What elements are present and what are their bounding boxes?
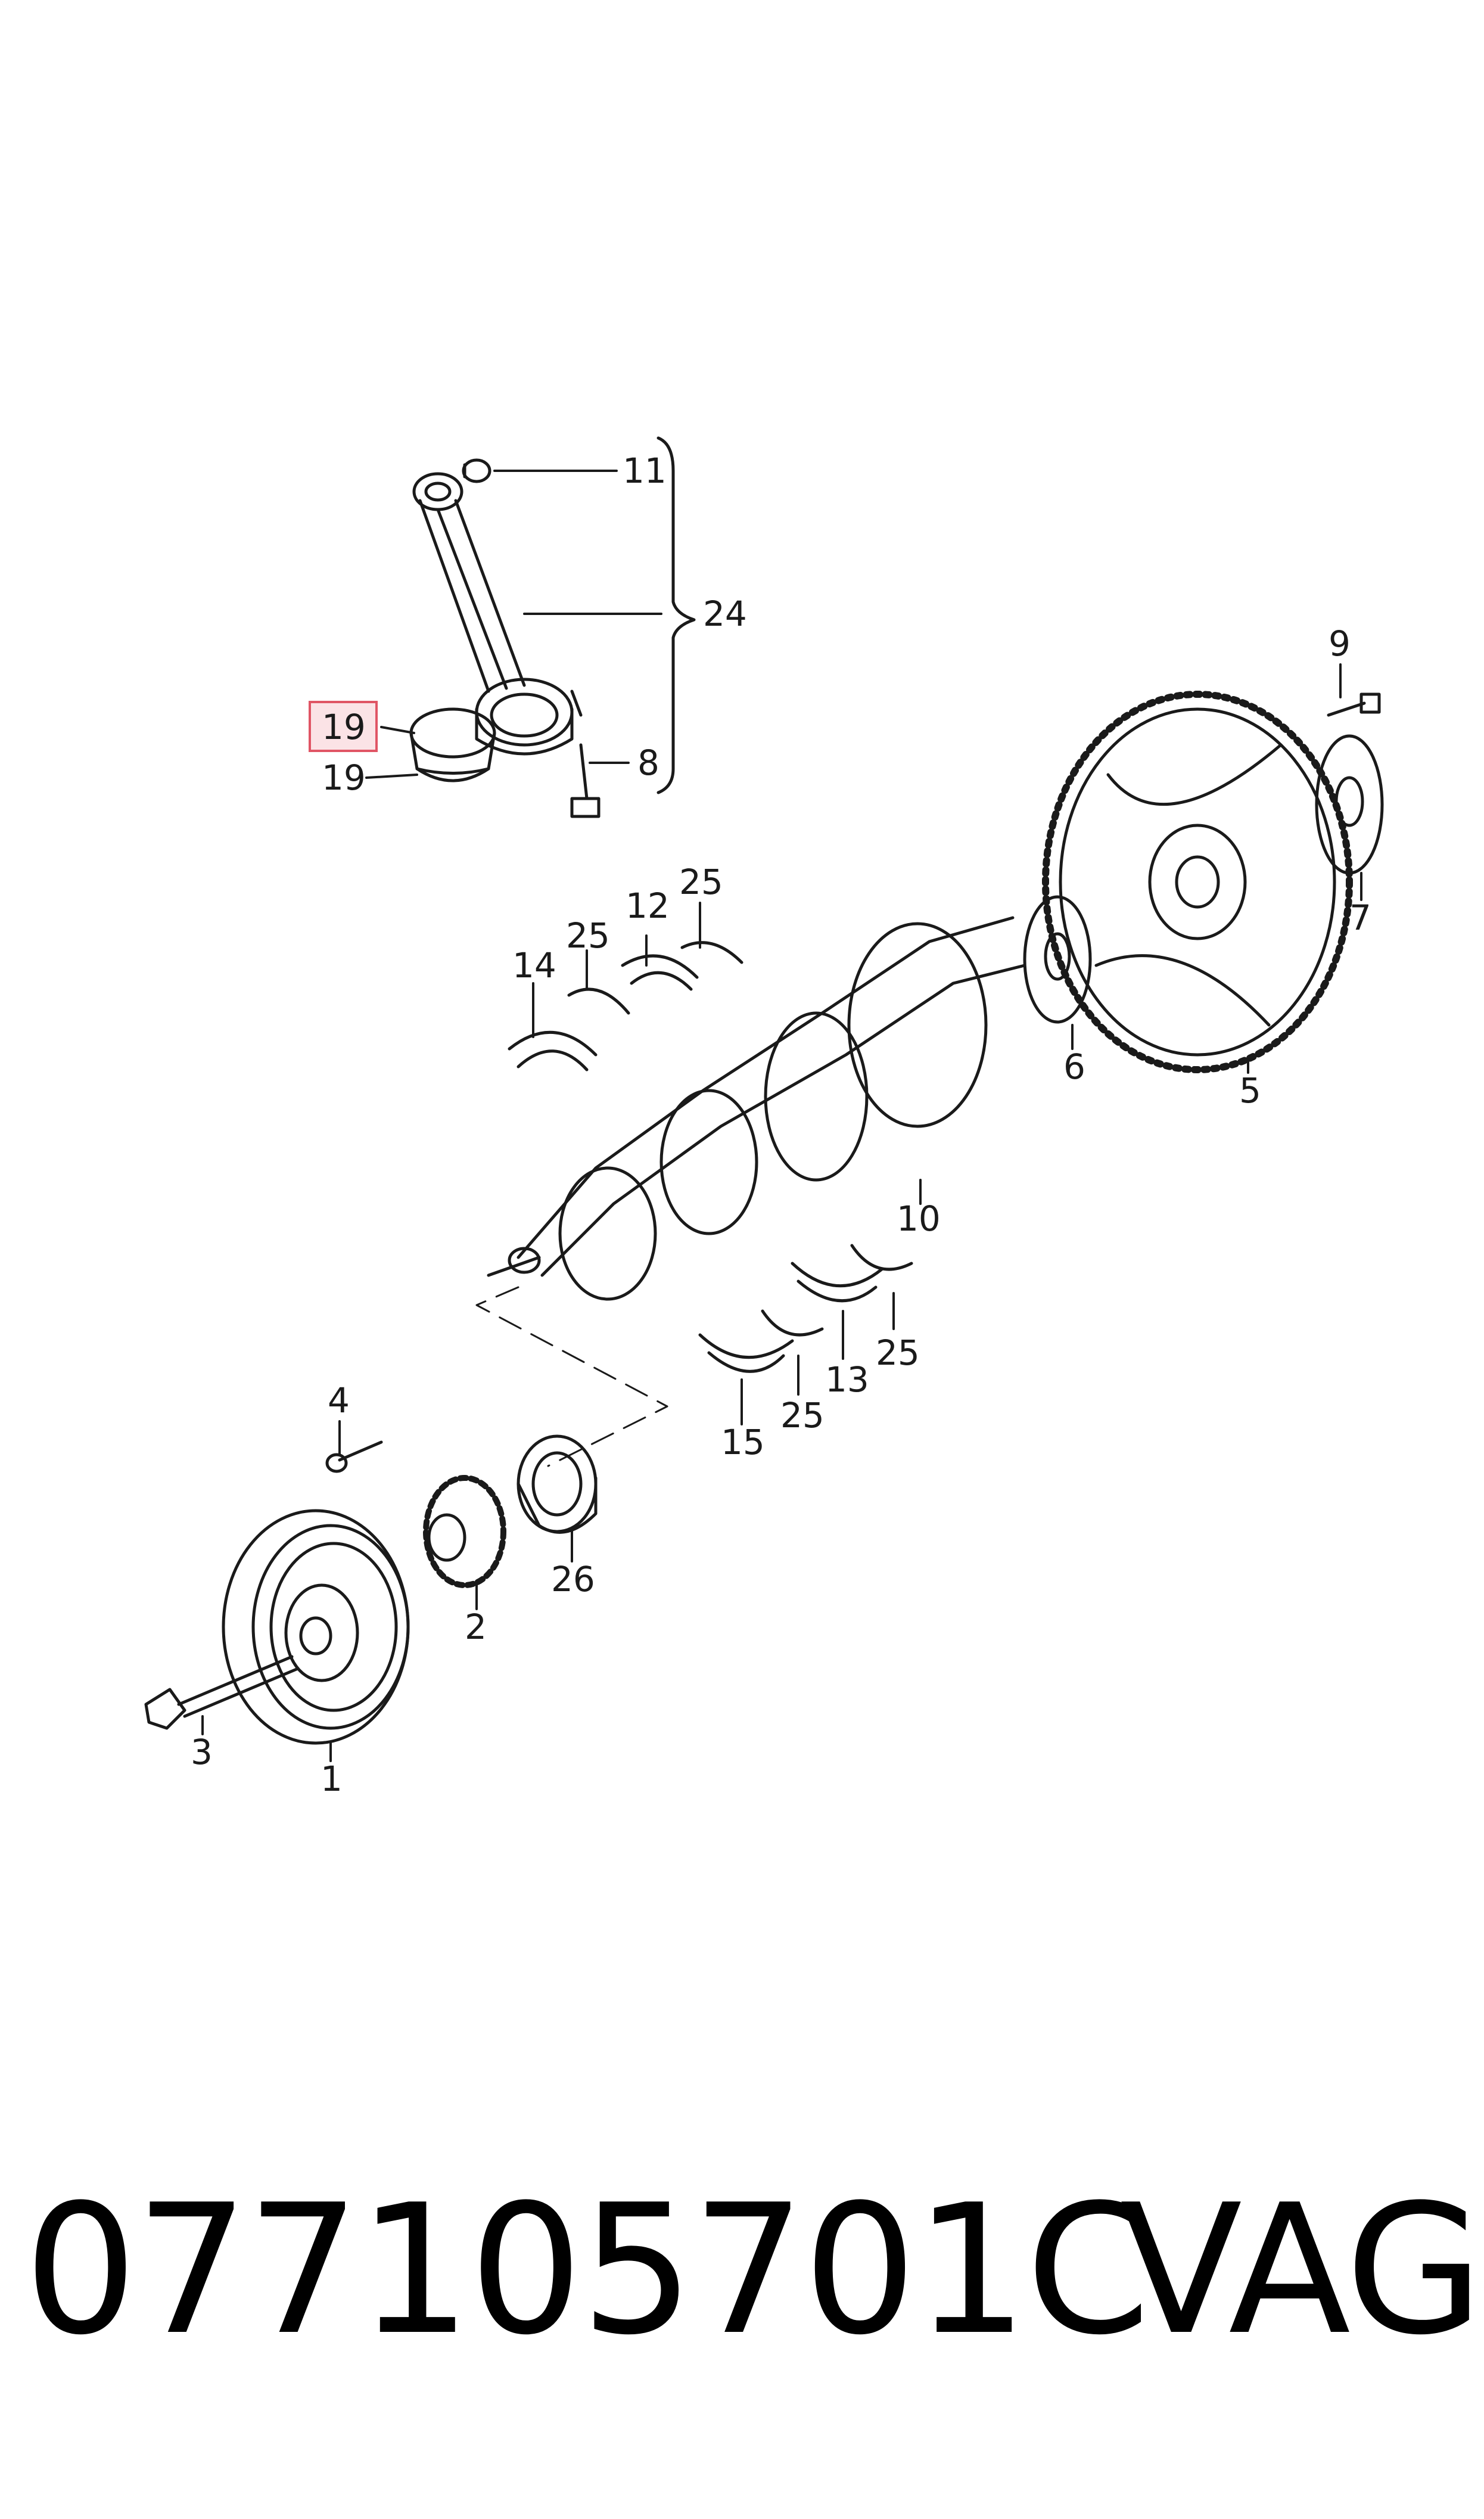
highlighted-callout-box bbox=[309, 701, 378, 752]
bearing-shell-25d bbox=[850, 1244, 913, 1271]
callout-2[interactable]: 2 bbox=[465, 1607, 487, 1647]
flywheel bbox=[1042, 691, 1353, 1073]
flywheel-bolt bbox=[1327, 692, 1381, 717]
sprocket bbox=[423, 1475, 506, 1588]
bearing-shell-25c bbox=[761, 1309, 824, 1337]
callout-7[interactable]: 7 bbox=[1349, 897, 1371, 938]
callout-26[interactable]: 26 bbox=[551, 1559, 595, 1599]
exploded-parts-diagram: 11 24 19 19 8 9 7 25 12 25 14 6 5 10 25 … bbox=[144, 436, 1384, 1799]
bearing-shell-25b bbox=[680, 941, 743, 964]
bearing-shell-12 bbox=[621, 954, 699, 991]
callout-6[interactable]: 6 bbox=[1063, 1046, 1085, 1087]
callout-13[interactable]: 13 bbox=[825, 1359, 869, 1400]
part-number: 077105701C bbox=[24, 2166, 1150, 2374]
callout-8[interactable]: 8 bbox=[637, 743, 659, 783]
callout-10[interactable]: 10 bbox=[897, 1198, 941, 1239]
sprocket-bolt bbox=[325, 1440, 383, 1473]
bearing-shell-14 bbox=[508, 1030, 598, 1071]
callout-25-lower-right[interactable]: 25 bbox=[876, 1333, 920, 1373]
bearing-shell-13 bbox=[791, 1262, 883, 1303]
callout-19[interactable]: 19 bbox=[322, 757, 366, 798]
vibration-damper-pulley bbox=[222, 1509, 410, 1745]
callout-1[interactable]: 1 bbox=[321, 1759, 343, 1799]
leader-lines bbox=[201, 470, 1362, 1762]
callout-3[interactable]: 3 bbox=[191, 1732, 213, 1772]
flywheel-washer bbox=[1315, 734, 1384, 875]
callout-25-lower-middle[interactable]: 25 bbox=[780, 1395, 825, 1436]
brand-name: VAG bbox=[1120, 2166, 1483, 2374]
callout-labels: 11 24 19 19 8 9 7 25 12 25 14 6 5 10 25 … bbox=[191, 451, 1371, 1799]
callout-bracket-24 bbox=[657, 436, 696, 794]
flywheel-spacer bbox=[1023, 895, 1092, 1024]
callout-25-upper-right[interactable]: 25 bbox=[679, 862, 723, 902]
callout-15[interactable]: 15 bbox=[721, 1422, 765, 1462]
callout-19-highlighted[interactable]: 19 bbox=[322, 707, 366, 747]
callout-25-upper-left[interactable]: 25 bbox=[566, 915, 610, 956]
callout-11[interactable]: 11 bbox=[623, 451, 667, 491]
callout-5[interactable]: 5 bbox=[1239, 1070, 1261, 1111]
callout-12[interactable]: 12 bbox=[626, 886, 670, 926]
connecting-rod bbox=[412, 472, 583, 756]
callout-9[interactable]: 9 bbox=[1329, 623, 1351, 664]
crankshaft-seal bbox=[517, 1434, 598, 1534]
callout-4[interactable]: 4 bbox=[328, 1380, 350, 1421]
pulley-bolt bbox=[144, 1655, 300, 1730]
big-end-bearing-shell bbox=[409, 707, 496, 782]
bearing-shell-15 bbox=[698, 1333, 794, 1373]
piston-pin-bushing bbox=[462, 458, 491, 483]
connecting-rod-bolt bbox=[570, 743, 601, 818]
callout-24[interactable]: 24 bbox=[703, 594, 747, 634]
crankshaft bbox=[487, 916, 1026, 1301]
callout-14[interactable]: 14 bbox=[512, 945, 556, 986]
bearing-shell-25a bbox=[567, 987, 630, 1015]
assembly-axis-line bbox=[475, 1286, 668, 1467]
